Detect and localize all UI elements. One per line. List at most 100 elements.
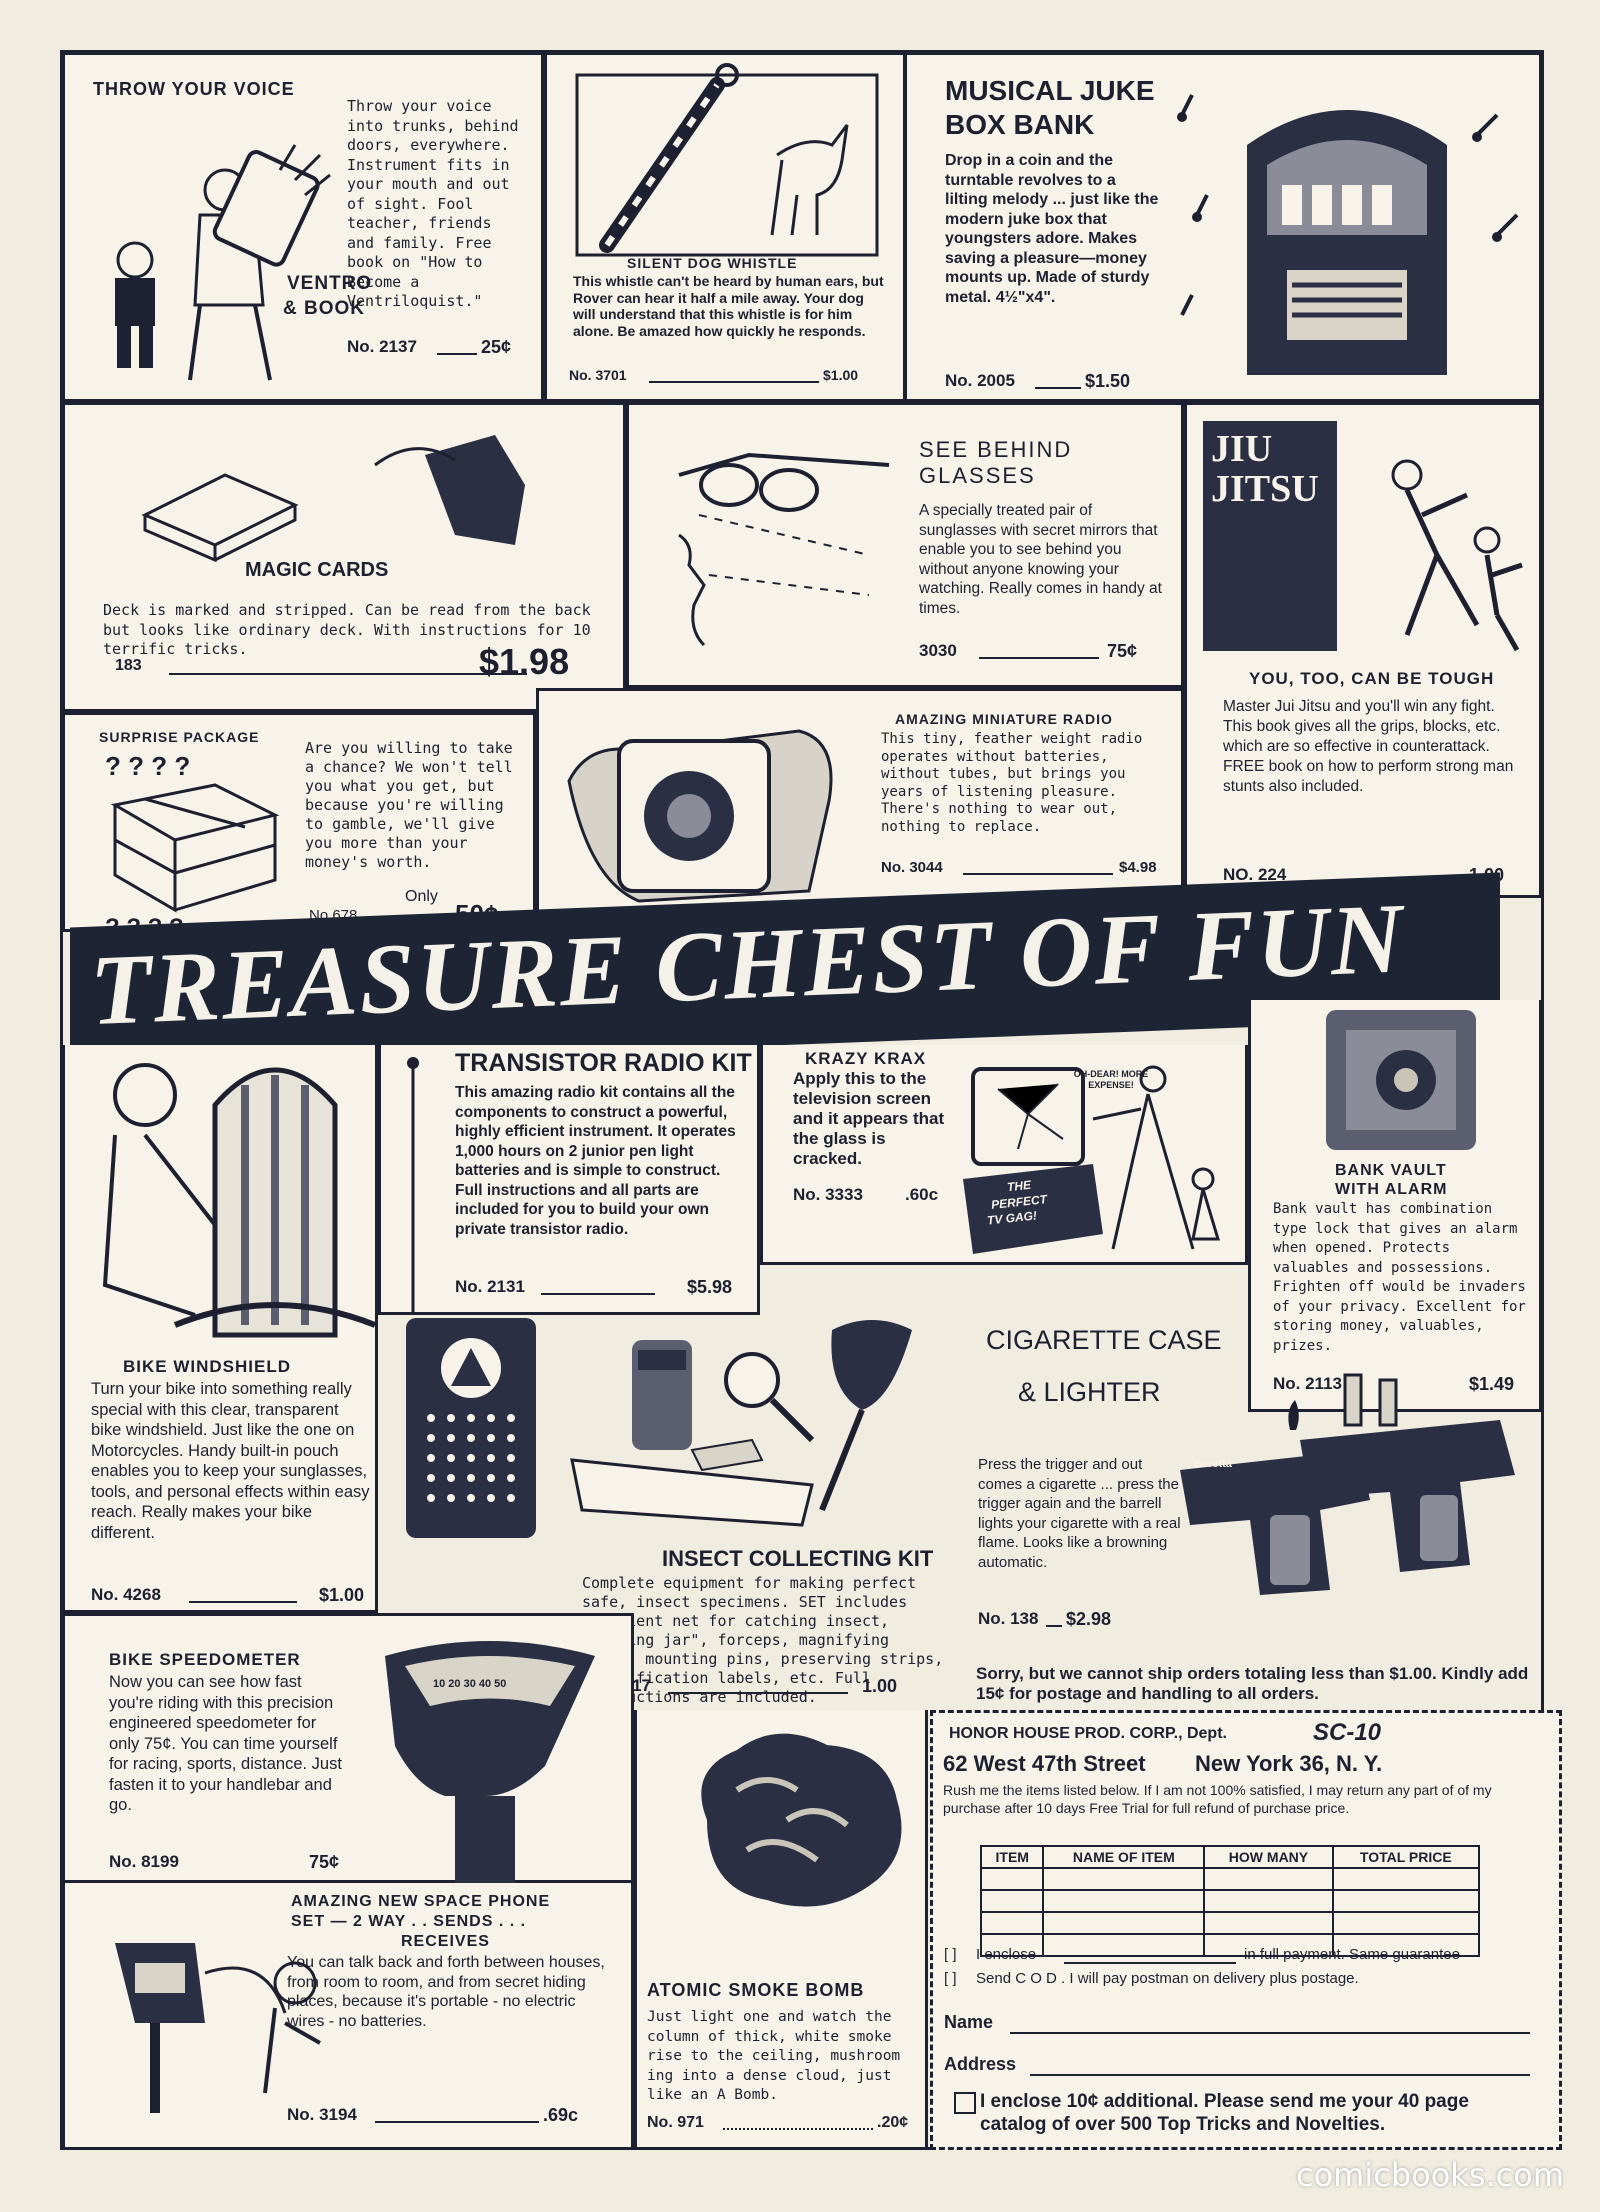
jiu-jitsu-description: Master Jui Jitsu and you'll win any figh… <box>1223 698 1514 795</box>
surprise-package-ad: SURPRISE PACKAGE ? ? ? ? ? ? ? ? Are you… <box>62 712 536 941</box>
magic-cards-ad: MAGIC CARDS Deck is marked and stripped.… <box>62 402 626 712</box>
glasses-illustration <box>678 452 890 647</box>
order-col-item: ITEM <box>979 1845 1045 1869</box>
cigarette-price: $2.98 <box>1066 1609 1112 1629</box>
order-dept: SC-10 <box>1313 1719 1382 1746</box>
mini-radio-price: $4.98 <box>1119 859 1157 876</box>
magic-cards-price: $1.98 <box>479 641 570 682</box>
see-behind-description: A specially treated pair of sunglasses w… <box>919 502 1162 617</box>
bank-vault-ad: BANK VAULT WITH ALARM Bank vault has com… <box>1248 1000 1542 1412</box>
ventriloquist-number: No. 2137 <box>347 337 417 356</box>
mini-radio-title: AMAZING MINIATURE RADIO <box>895 711 1113 727</box>
bike-windshield-ad: BIKE WINDSHIELD Turn your bike into some… <box>62 1045 378 1613</box>
juke-box-ad: MUSICAL JUKE BOX BANK Drop in a coin and… <box>904 52 1542 402</box>
order-row[interactable] <box>979 1911 1481 1935</box>
bike-windshield-description: Turn your bike into something really spe… <box>91 1380 370 1542</box>
space-phone-title-2: SET — 2 WAY . . SENDS . . . <box>291 1913 527 1930</box>
address-field[interactable] <box>1030 2074 1530 2076</box>
catalog-request: I enclose 10¢ additional. Please send me… <box>980 2091 1469 2135</box>
cracked-tv-illustration <box>963 1065 1221 1254</box>
juke-box-illustration <box>1247 110 1447 375</box>
speedometer-description: Now you can see how fast you're riding w… <box>109 1673 342 1814</box>
see-behind-price: 75¢ <box>1107 641 1138 661</box>
space-phone-description: You can talk back and forth between hous… <box>287 1954 605 2030</box>
gun-label: Beretta <box>1194 1458 1232 1470</box>
bike-windshield-title: BIKE WINDSHIELD <box>123 1357 291 1376</box>
surprise-description: Are you willing to take a chance? We won… <box>305 739 513 871</box>
catalog-checkbox[interactable] <box>954 2092 976 2114</box>
order-row[interactable] <box>979 1889 1481 1913</box>
magic-cards-number: 183 <box>115 657 142 674</box>
insect-kit-ad: INSECT COLLECTING KIT Complete equipment… <box>570 1310 952 1710</box>
transistor-price: $5.98 <box>687 1277 733 1297</box>
dog-whistle-number: No. 3701 <box>569 367 627 383</box>
miniature-radio-ad: AMAZING MINIATURE RADIO This tiny, feath… <box>536 688 1184 920</box>
insect-description: Complete equipment for making perfect sa… <box>582 1574 944 1706</box>
insect-title: INSECT COLLECTING KIT <box>662 1546 934 1571</box>
atomic-smoke-bomb-ad: ATOMIC SMOKE BOMB Just light one and wat… <box>634 1710 928 2150</box>
name-field[interactable] <box>1010 2032 1530 2034</box>
see-behind-glasses-ad: SEE BEHIND GLASSES A specially treated p… <box>626 402 1184 688</box>
cigarette-title-2: & LIGHTER <box>1018 1377 1161 1407</box>
transistor-title: TRANSISTOR RADIO KIT <box>455 1049 752 1077</box>
space-phone-title-1: AMAZING NEW SPACE PHONE <box>291 1893 551 1910</box>
order-city: New York 36, N. Y. <box>1195 1751 1383 1776</box>
insect-price: 1.00 <box>862 1676 898 1696</box>
juke-box-number: No. 2005 <box>945 371 1015 390</box>
bank-vault-illustration <box>1326 1010 1476 1150</box>
dog-whistle-description: This whistle can't be heard by human ear… <box>573 273 884 339</box>
jiu-jitsu-ad: JIU JITSU YOU, TOO, CAN BE TOUGH Master … <box>1184 402 1542 898</box>
gun-lighter-illustration <box>1180 1373 1515 1595</box>
juke-box-title-2: BOX BANK <box>945 109 1095 140</box>
cod-checkbox[interactable]: [ ] <box>944 1970 957 1987</box>
order-row[interactable] <box>979 1867 1481 1891</box>
address-label: Address <box>944 2054 1017 2074</box>
enclose-checkbox-label[interactable]: [ ] <box>944 1946 957 1963</box>
bike-speedometer-ad: BIKE SPEEDOMETER Now you can see how fas… <box>62 1613 634 1886</box>
svg-text:? ? ? ?: ? ? ? ? <box>105 751 190 781</box>
bank-vault-price: $1.49 <box>1469 1374 1515 1394</box>
krazy-krax-description: Apply this to the television screen and … <box>793 1069 945 1168</box>
juke-box-title-1: MUSICAL JUKE <box>945 75 1155 106</box>
order-row[interactable] <box>979 1933 1481 1957</box>
speedometer-price: 75¢ <box>309 1852 340 1872</box>
see-behind-title-2: GLASSES <box>919 463 1036 488</box>
bank-vault-number: No. 2113 <box>1273 1374 1342 1393</box>
transistor-description: This amazing radio kit contains all the … <box>455 1084 736 1238</box>
ventriloquist-title: THROW YOUR VOICE <box>93 79 295 99</box>
ventriloquist-art-label-2: & Book <box>283 298 365 319</box>
antenna-icon <box>407 1057 419 1315</box>
insect-kit-illustration <box>570 1320 912 1527</box>
smoke-bomb-number: No. 971 <box>647 2114 704 2131</box>
smoke-bomb-illustration <box>701 1733 902 1907</box>
minimum-order-notice: Sorry, but we cannot ship orders totalin… <box>976 1664 1529 1703</box>
space-phone-ad: AMAZING NEW SPACE PHONE SET — 2 WAY . . … <box>62 1883 634 2150</box>
krazy-krax-number: No. 3333 <box>793 1185 863 1204</box>
order-items-table: ITEM NAME OF ITEM HOW MANY TOTAL PRICE <box>979 1845 1481 1957</box>
jiu-jitsu-title: YOU, TOO, CAN BE TOUGH <box>1249 669 1495 688</box>
jiu-jitsu-book-title: JIU JITSU <box>1211 428 1319 510</box>
bank-vault-title-1: BANK VAULT <box>1335 1162 1447 1179</box>
dog-whistle-ad: SILENT DOG WHISTLE This whistle can't be… <box>544 52 906 402</box>
order-company: HONOR HOUSE PROD. CORP., Dept. <box>949 1725 1227 1742</box>
name-label: Name <box>944 2012 994 2032</box>
juke-box-price: $1.50 <box>1085 371 1131 391</box>
surprise-title: SURPRISE PACKAGE <box>99 729 260 745</box>
magic-cards-description: Deck is marked and stripped. Can be read… <box>103 601 591 658</box>
transistor-radio-ad: TRANSISTOR RADIO KIT This amazing radio … <box>378 1045 760 1315</box>
juke-box-description: Drop in a coin and the turntable revolve… <box>945 152 1159 306</box>
space-phone-price: .69c <box>543 2105 579 2125</box>
cigarette-number: No. 138 <box>978 1609 1039 1628</box>
ventriloquist-description: Throw your voice into trunks, behind doo… <box>347 97 519 310</box>
enclose-label-2: in full payment. Same guarantee <box>1244 1946 1460 1963</box>
enclose-amount-field[interactable] <box>1064 1962 1236 1964</box>
jiu-jitsu-number: NO. 224 <box>1223 865 1287 884</box>
cigarette-description: Press the trigger and out comes a cigare… <box>978 1456 1181 1571</box>
ventriloquist-art-label-1: Ventro <box>287 273 373 294</box>
see-behind-title-1: SEE BEHIND <box>919 437 1073 462</box>
smoke-bomb-description: Just light one and watch the column of t… <box>647 2009 901 2103</box>
bike-windshield-illustration <box>102 1063 377 1338</box>
watermark: comicbooks.com <box>1295 2156 1564 2194</box>
space-phone-number: No. 3194 <box>287 2105 357 2124</box>
